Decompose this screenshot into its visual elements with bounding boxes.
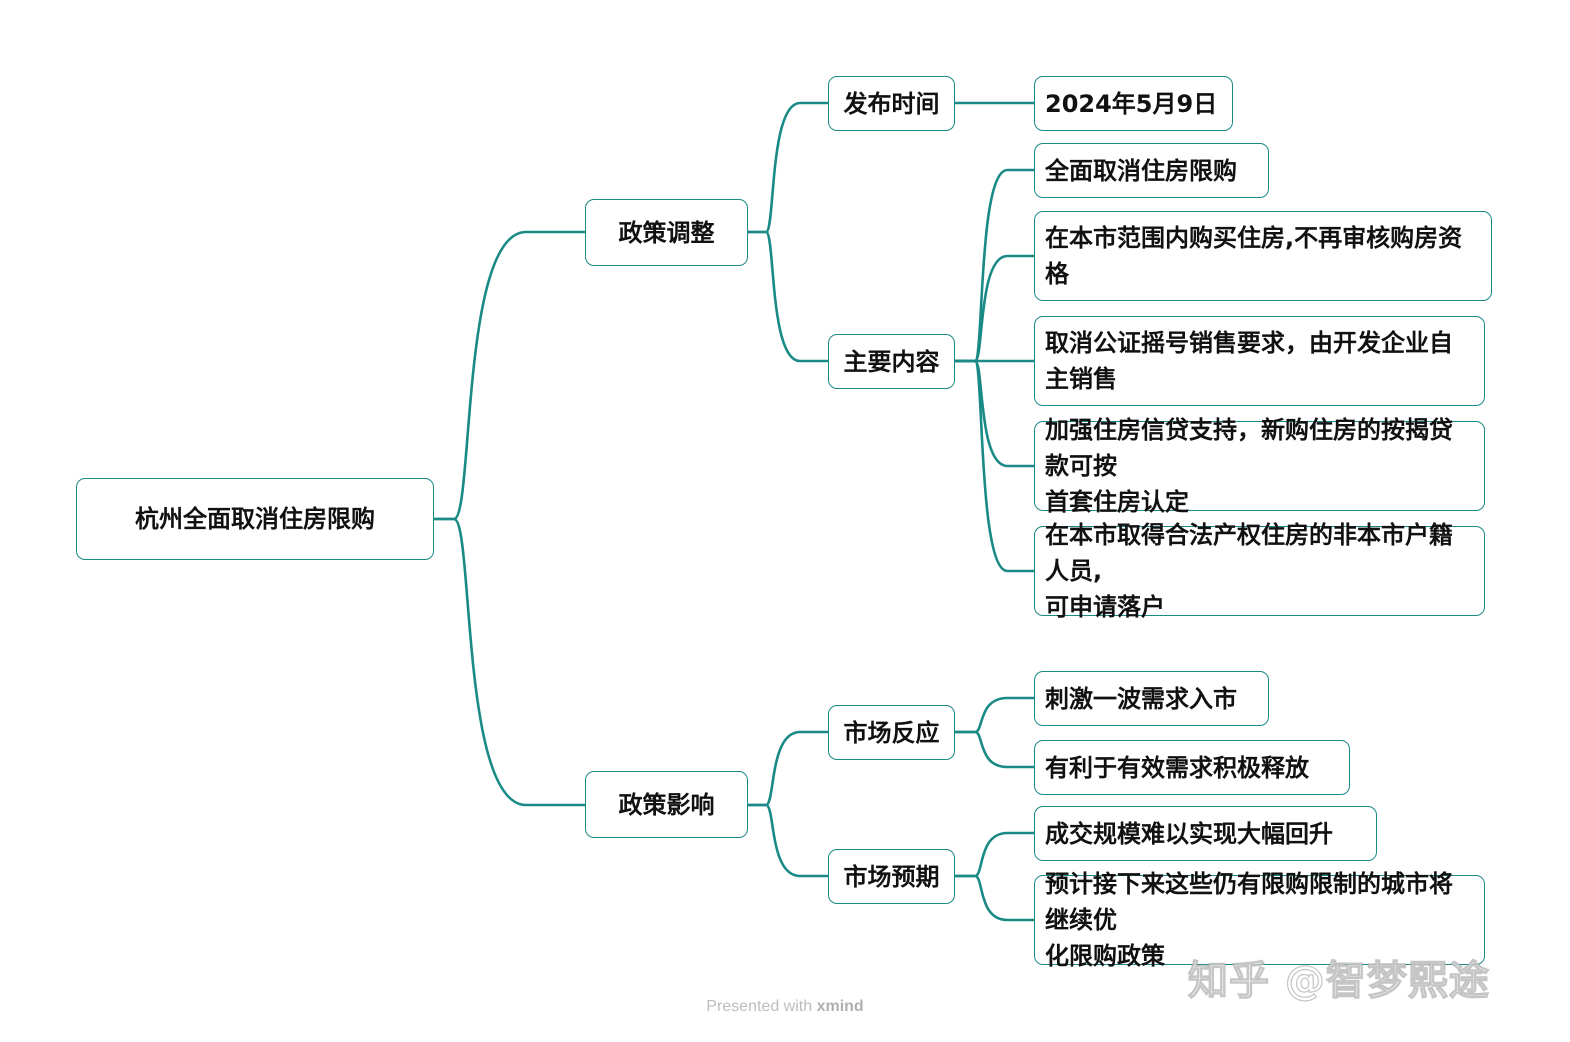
connector-line [953, 874, 1036, 922]
leaf-content-5[interactable]: 在本市取得合法产权住房的非本市户籍人员,可申请落户 [1034, 521, 1485, 621]
connector-line [953, 359, 1036, 573]
branch-policy-impact[interactable]: 政策影响 [585, 771, 748, 838]
connector-line [432, 517, 587, 807]
subtopic-market-expectation[interactable]: 市场预期 [828, 849, 955, 904]
leaf-reaction-2[interactable]: 有利于有效需求积极释放 [1034, 740, 1350, 795]
subtopic-label: 市场预期 [843, 862, 940, 891]
branch-label: 政策影响 [618, 790, 715, 819]
leaf-label: 加强住房信贷支持，新购住房的按揭贷款可按首套住房认定 [1045, 416, 1453, 516]
watermark-text: 知乎 @智梦熙途 [1187, 957, 1490, 1004]
leaf-content-2[interactable]: 在本市范围内购买住房,不再审核购房资格 [1034, 211, 1492, 301]
leaf-label: 在本市取得合法产权住房的非本市户籍人员,可申请落户 [1045, 521, 1453, 621]
subtopic-label: 市场反应 [843, 718, 940, 747]
subtopic-label: 主要内容 [843, 347, 940, 376]
connector-line [953, 359, 1036, 468]
connector-line [953, 730, 1036, 769]
connector-line [746, 730, 830, 807]
connector-line [953, 831, 1036, 878]
leaf-label: 预计接下来这些仍有限购限制的城市将继续优化限购政策 [1045, 870, 1453, 970]
leaf-label: 刺激一波需求入市 [1045, 684, 1237, 713]
subtopic-label: 发布时间 [843, 89, 940, 118]
connector-line [746, 230, 830, 363]
branch-policy-adjustment[interactable]: 政策调整 [585, 199, 748, 266]
footer-brand-logo: xmind [816, 998, 864, 1015]
leaf-label: 2024年5月9日 [1045, 89, 1218, 118]
connector-line [746, 101, 830, 234]
leaf-content-3[interactable]: 取消公证摇号销售要求，由开发企业自主销售 [1034, 316, 1485, 406]
leaf-reaction-1[interactable]: 刺激一波需求入市 [1034, 671, 1269, 726]
connector-line [432, 230, 587, 521]
connector-line [953, 696, 1036, 734]
leaf-label: 有利于有效需求积极释放 [1045, 753, 1309, 782]
leaf-label: 成交规模难以实现大幅回升 [1045, 819, 1333, 848]
subtopic-release-time[interactable]: 发布时间 [828, 76, 955, 131]
leaf-label: 在本市范围内购买住房,不再审核购房资格 [1045, 224, 1463, 288]
subtopic-main-content[interactable]: 主要内容 [828, 334, 955, 389]
footer: Presented with xmind [0, 998, 1570, 1016]
leaf-release-date[interactable]: 2024年5月9日 [1034, 76, 1233, 131]
root-topic[interactable]: 杭州全面取消住房限购 [76, 478, 434, 560]
leaf-expectation-1[interactable]: 成交规模难以实现大幅回升 [1034, 806, 1377, 861]
leaf-content-1[interactable]: 全面取消住房限购 [1034, 143, 1269, 198]
root-topic-label: 杭州全面取消住房限购 [135, 505, 375, 533]
leaf-label: 取消公证摇号销售要求，由开发企业自主销售 [1045, 329, 1453, 393]
leaf-expectation-2[interactable]: 预计接下来这些仍有限购限制的城市将继续优化限购政策 [1034, 870, 1485, 970]
leaf-content-4[interactable]: 加强住房信贷支持，新购住房的按揭贷款可按首套住房认定 [1034, 416, 1485, 516]
subtopic-market-reaction[interactable]: 市场反应 [828, 705, 955, 760]
connector-line [746, 803, 830, 878]
leaf-label: 全面取消住房限购 [1045, 156, 1237, 185]
branch-label: 政策调整 [618, 218, 715, 247]
connector-line [953, 254, 1036, 363]
footer-prefix: Presented with [706, 998, 813, 1015]
